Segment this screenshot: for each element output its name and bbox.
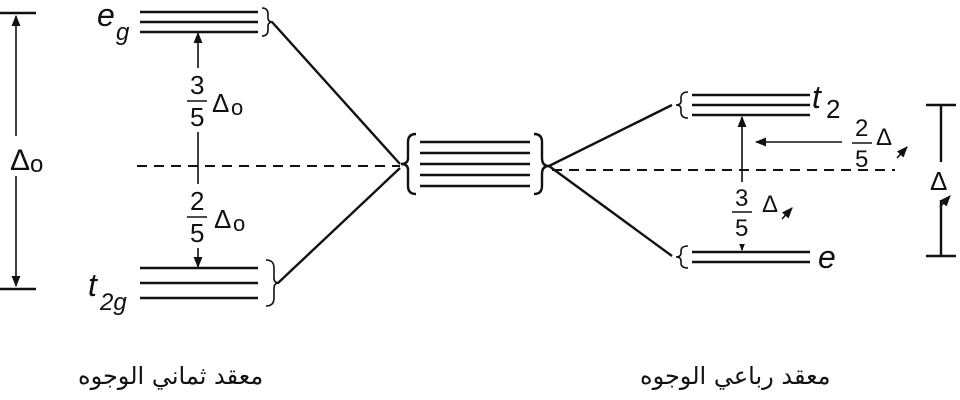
free-ion-right-brace [533,132,550,196]
t2-label-subscript: 2 [826,94,840,124]
eg-level [140,10,258,34]
octahedral-total-delta-symbol: Δ [10,144,30,177]
e-label-letter: e [818,239,836,275]
eg-label-subscript: g [116,19,130,46]
connector-free-ion-to-e [548,165,673,257]
connector-free-ion-to-t2 [548,103,673,168]
tetrahedral-upper-delta-symbol: Δ [876,124,892,151]
e-level [692,250,810,264]
t2g-label-subscript: 2g [99,289,127,316]
t2-brace [675,91,689,119]
tetrahedral-lower-delta-symbol: Δ [762,191,778,218]
octahedral-upper-fraction-numerator: 3 [190,70,204,100]
t2-level [692,93,810,117]
eg-brace [261,7,274,37]
octahedral-total-delta-subscript: o [30,151,43,178]
tetrahedral-total-delta-slash [939,195,951,208]
eg-label-letter: e [97,0,115,33]
tetrahedral-lower-fraction-numerator: 3 [735,185,748,212]
octahedral-lower-fraction-numerator: 2 [190,186,204,216]
octahedral-upper-delta-subscript: o [231,95,243,120]
t2g-level [140,266,258,300]
tetrahedral-lower-delta-slash [781,207,793,220]
free-ion-left-brace [400,132,417,196]
octahedral-lower-delta-subscript: o [233,211,245,236]
tetrahedral-upper-fraction-denominator: 5 [855,146,868,173]
tetrahedral-upper-delta-slash [896,146,908,159]
octahedral-complex-caption: معقد ثماني الوجوه [78,362,264,390]
octahedral-upper-fraction-denominator: 5 [190,102,204,132]
tetrahedral-upper-fraction-numerator: 2 [855,115,868,142]
t2g-brace [265,259,280,307]
e-brace [675,245,689,269]
octahedral-lower-fraction-denominator: 5 [190,218,204,248]
connector-eg-to-free-ion [271,21,401,165]
octahedral-lower-delta-symbol: Δ [214,204,231,234]
tetrahedral-lower-fraction-denominator: 5 [735,215,748,242]
t2g-label-letter: t [88,267,98,303]
octahedral-upper-delta-symbol: Δ [212,88,229,118]
t2-label-letter: t [812,79,822,115]
tetrahedral-total-delta-symbol: Δ [930,166,947,196]
free-ion-degenerate-orbitals [420,140,530,188]
tetrahedral-complex-caption: معقد رباعي الوجوه [640,362,831,390]
connector-t2g-to-free-ion [277,167,401,284]
